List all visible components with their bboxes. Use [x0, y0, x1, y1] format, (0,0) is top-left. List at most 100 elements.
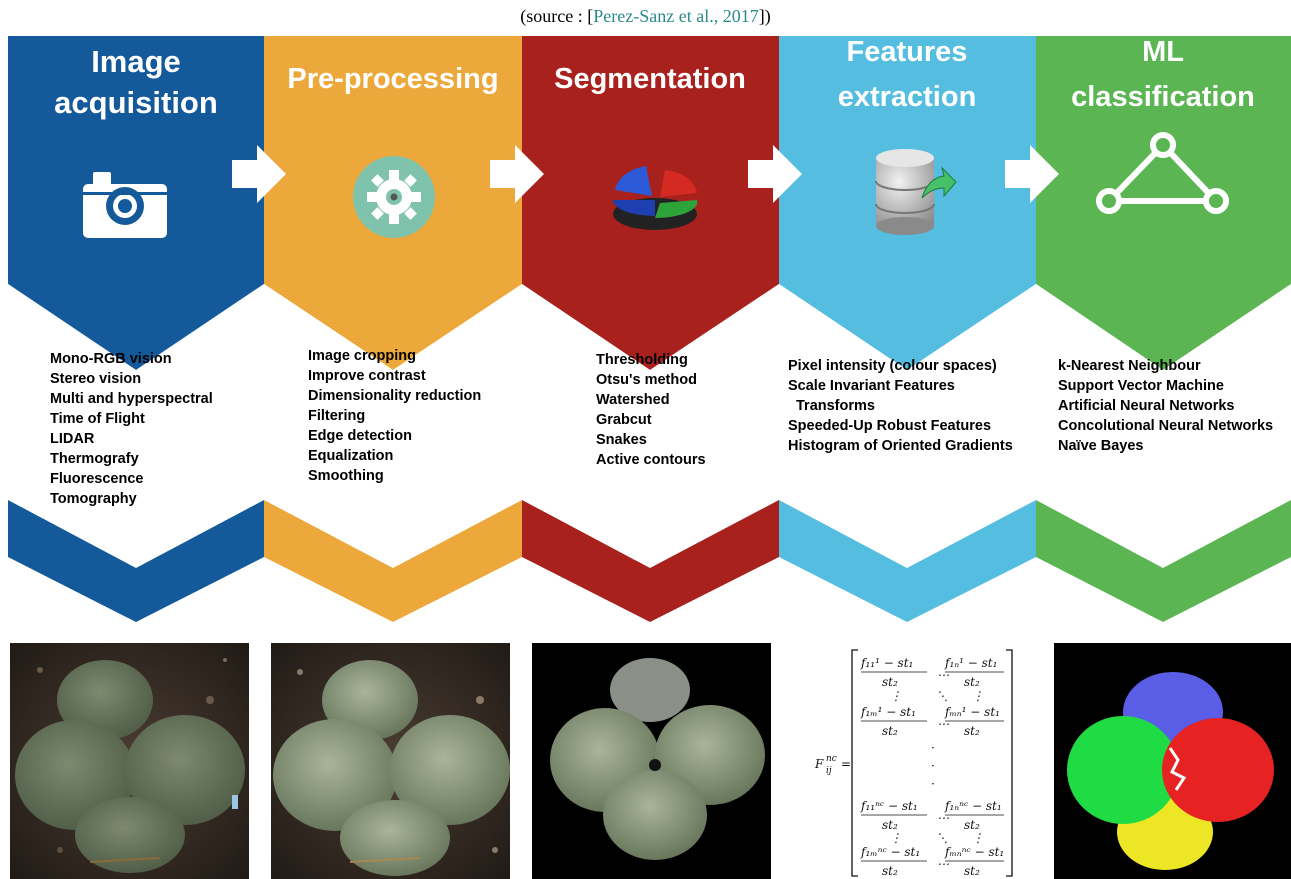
stage-list-panel	[779, 284, 1036, 568]
matrix-vdots: ⋮	[972, 831, 984, 845]
list-item: Filtering	[308, 408, 365, 424]
list-item: Scale Invariant Features	[788, 378, 955, 394]
matrix-cell: st₂	[882, 818, 898, 832]
stage-bottom-chevron	[8, 500, 264, 622]
list-item: Transforms	[796, 398, 875, 414]
list-item: Dimensionality reduction	[308, 388, 481, 404]
database-export-icon	[875, 149, 957, 235]
matrix-hdots: …	[938, 714, 950, 728]
matrix-vdots: ⋮	[890, 831, 902, 845]
matrix-hdots: …	[938, 808, 950, 822]
list-item: Grabcut	[596, 412, 652, 428]
triangle-network-icon	[1096, 132, 1229, 214]
matrix-cell: f₁ₘ¹ − st₁	[860, 705, 916, 719]
seedling-photo-raw	[10, 643, 249, 879]
list-item: Speeded-Up Robust Features	[788, 418, 991, 434]
matrix-cell: fₘₙ¹ − st₁	[944, 705, 1000, 719]
list-item: Fluorescence	[50, 471, 144, 487]
matrix-cell: fₘₙⁿᶜ − st₁	[944, 845, 1004, 859]
arrow-right-icon	[490, 145, 544, 203]
list-item: Snakes	[596, 432, 647, 448]
matrix-vdots: ⋮	[890, 689, 902, 703]
matrix-equals: =	[841, 757, 851, 771]
list-item: Improve contrast	[308, 368, 426, 384]
list-item: Stereo vision	[50, 371, 141, 387]
stage-bottom-chevron	[1036, 500, 1291, 622]
list-item: Multi and hyperspectral	[50, 391, 213, 407]
matrix-dot: ·	[931, 741, 935, 755]
matrix-ddots: ⋱	[936, 689, 948, 703]
stage-title-line: extraction	[838, 81, 977, 113]
stage-title-line: Segmentation	[554, 63, 746, 95]
matrix-cell: f₁ₘⁿᶜ − st₁	[860, 845, 920, 859]
matrix-cell: st₂	[882, 675, 898, 689]
stage-title-line: acquisition	[54, 85, 218, 120]
list-item: Histogram of Oriented Gradients	[788, 438, 1013, 454]
matrix-dot: ·	[931, 777, 935, 791]
matrix-hdots: …	[938, 854, 950, 868]
list-item: Equalization	[308, 448, 393, 464]
seedling-photo-preprocessed	[271, 643, 510, 879]
matrix-cell: f₁₁ⁿᶜ − st₁	[860, 799, 918, 813]
stage-bottom-chevron	[522, 500, 779, 622]
stage-list-panel	[8, 284, 264, 568]
list-item: Mono-RGB vision	[50, 351, 172, 367]
list-item: Active contours	[596, 452, 706, 468]
stage-list-panel	[1036, 284, 1291, 568]
matrix-cell: st₂	[882, 864, 898, 878]
stage-bottom-chevron	[264, 500, 522, 622]
list-item: Pixel intensity (colour spaces)	[788, 358, 997, 374]
stage-image-acquisition: Image acquisition Mono-RGB vision Stereo…	[8, 36, 264, 622]
matrix-cell: st₂	[964, 724, 980, 738]
matrix-cell: st₂	[964, 675, 980, 689]
source-citation-link[interactable]: Perez-Sanz et al., 2017	[593, 6, 759, 26]
stage-bottom-chevron	[779, 500, 1036, 622]
matrix-cell: f₁ₙ¹ − st₁	[944, 656, 997, 670]
list-item: k-Nearest Neighbour	[1058, 358, 1201, 374]
camera-icon	[83, 172, 167, 238]
list-item: Concolutional Neural Networks	[1058, 418, 1273, 434]
feature-matrix-formula: F nc ij = f₁₁¹ − st₁ st₂ … f₁ₙ¹ − st₁ st…	[814, 649, 1013, 878]
list-item: Thermografy	[50, 451, 139, 467]
source-prefix: (source : [	[520, 6, 594, 26]
stage-pre-processing: Pre-processing Image cropping Improve co…	[264, 36, 522, 622]
list-item: Support Vector Machine	[1058, 378, 1224, 394]
list-item: LIDAR	[50, 431, 95, 447]
matrix-cell: f₁₁¹ − st₁	[860, 656, 913, 670]
stage-features-extraction: Features extraction Pixel intensity (col…	[779, 36, 1036, 622]
arrow-right-icon	[748, 145, 802, 203]
matrix-cell: f₁ₙⁿᶜ − st₁	[944, 799, 1002, 813]
list-item: Thresholding	[596, 352, 688, 368]
list-item: Image cropping	[308, 348, 416, 364]
stage-title-line: Features	[847, 36, 968, 68]
matrix-lhs: F	[814, 757, 824, 771]
stage-title-line: ML	[1142, 36, 1184, 68]
matrix-lhs-subscript: ij	[826, 766, 832, 776]
gear-icon	[353, 156, 435, 238]
stage-segmentation: Segmentation Thresholding Otsu's method …	[522, 36, 779, 622]
source-suffix: ])	[758, 6, 771, 26]
matrix-vdots: ⋮	[972, 689, 984, 703]
stage-title-line: Pre-processing	[287, 63, 498, 95]
list-item: Naïve Bayes	[1058, 438, 1143, 454]
list-item: Edge detection	[308, 428, 412, 444]
matrix-dot: ·	[931, 759, 935, 773]
list-item: Otsu's method	[596, 372, 697, 388]
stage-title-line: Image	[91, 44, 181, 79]
stage-title-line: classification	[1071, 81, 1255, 113]
classified-segments-image	[1054, 643, 1291, 879]
list-item: Smoothing	[308, 468, 384, 484]
matrix-hdots: …	[938, 665, 950, 679]
list-item: Artificial Neural Networks	[1058, 398, 1234, 414]
source-caption: (source : [Perez-Sanz et al., 2017])	[0, 6, 1291, 27]
arrow-right-icon	[1005, 145, 1059, 203]
stage-ml-classification: ML classification k-Nearest Neighbour Su…	[1036, 36, 1291, 622]
seedling-segmented-image	[532, 643, 771, 879]
matrix-cell: st₂	[964, 818, 980, 832]
matrix-cell: st₂	[964, 864, 980, 878]
matrix-ddots: ⋱	[936, 831, 948, 845]
list-item: Watershed	[596, 392, 670, 408]
list-item: Tomography	[50, 491, 137, 507]
arrow-right-icon	[232, 145, 286, 203]
list-item: Time of Flight	[50, 411, 145, 427]
